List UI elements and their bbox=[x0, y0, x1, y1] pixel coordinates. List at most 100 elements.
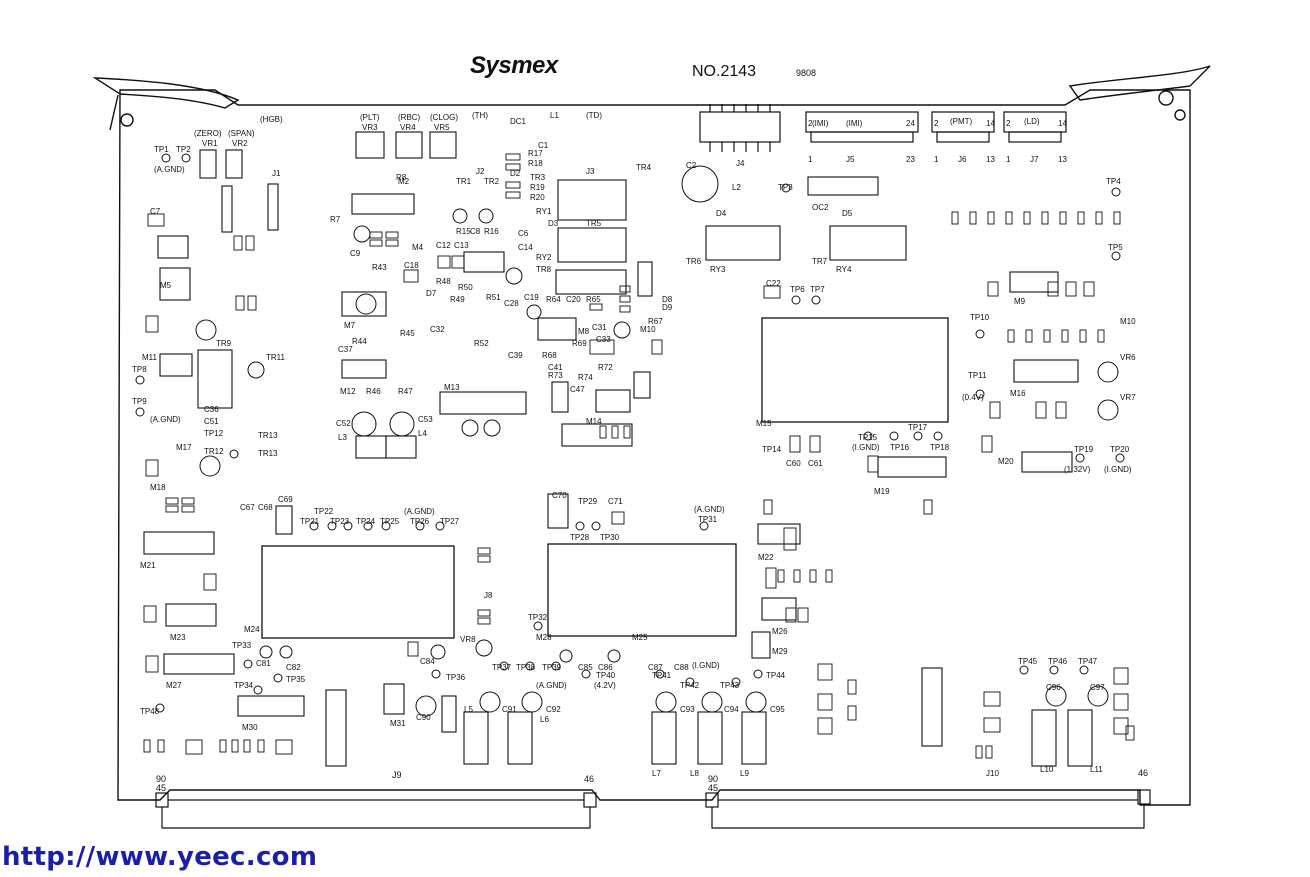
svg-text:TP10: TP10 bbox=[970, 313, 990, 322]
svg-text:M29: M29 bbox=[772, 647, 788, 656]
svg-text:D8: D8 bbox=[662, 295, 673, 304]
svg-text:C87: C87 bbox=[648, 663, 663, 672]
svg-text:VR7: VR7 bbox=[1120, 393, 1136, 402]
svg-text:TP47: TP47 bbox=[1078, 657, 1098, 666]
svg-text:M31: M31 bbox=[390, 719, 406, 728]
svg-text:TP40: TP40 bbox=[596, 671, 616, 680]
svg-text:J3: J3 bbox=[586, 167, 595, 176]
svg-text:C6: C6 bbox=[518, 229, 529, 238]
svg-text:TP33: TP33 bbox=[232, 641, 252, 650]
svg-text:TP38: TP38 bbox=[516, 663, 536, 672]
brand-logo: Sysmex bbox=[470, 52, 558, 79]
svg-text:C47: C47 bbox=[570, 385, 585, 394]
svg-text:C94: C94 bbox=[724, 705, 739, 714]
j10-pin-90: 90 bbox=[708, 774, 718, 784]
svg-text:TR3: TR3 bbox=[530, 173, 546, 182]
svg-text:(LD): (LD) bbox=[1024, 117, 1040, 126]
svg-text:RY1: RY1 bbox=[536, 207, 552, 216]
svg-text:C1: C1 bbox=[538, 141, 549, 150]
resistor-rows bbox=[143, 153, 1135, 759]
svg-text:M11: M11 bbox=[142, 353, 158, 362]
svg-text:(1.32V): (1.32V) bbox=[1064, 465, 1091, 474]
svg-text:14: 14 bbox=[1058, 119, 1067, 128]
svg-text:(A.GND): (A.GND) bbox=[536, 681, 567, 690]
svg-text:D7: D7 bbox=[426, 289, 437, 298]
board-number: NO.2143 bbox=[692, 63, 757, 80]
svg-text:M27: M27 bbox=[166, 681, 182, 690]
svg-text:TR6: TR6 bbox=[686, 257, 702, 266]
svg-text:TP17: TP17 bbox=[908, 423, 928, 432]
svg-text:TP37: TP37 bbox=[492, 663, 512, 672]
svg-text:C92: C92 bbox=[546, 705, 561, 714]
svg-text:TR13: TR13 bbox=[258, 449, 278, 458]
svg-text:R47: R47 bbox=[398, 387, 413, 396]
svg-text:L1: L1 bbox=[550, 111, 559, 120]
j9-label: J9 bbox=[392, 770, 402, 780]
svg-text:M22: M22 bbox=[758, 553, 774, 562]
svg-text:(I.GND): (I.GND) bbox=[852, 443, 880, 452]
svg-text:(A.GND): (A.GND) bbox=[150, 415, 181, 424]
svg-text:R67: R67 bbox=[648, 317, 663, 326]
svg-text:C88: C88 bbox=[674, 663, 689, 672]
test-points bbox=[135, 153, 1125, 713]
svg-text:L8: L8 bbox=[690, 769, 699, 778]
svg-text:TP30: TP30 bbox=[600, 533, 620, 542]
svg-text:J8: J8 bbox=[484, 591, 493, 600]
svg-text:TP12: TP12 bbox=[204, 429, 224, 438]
svg-text:(TD): (TD) bbox=[586, 111, 602, 120]
watermark-url: http://www.yeec.com bbox=[2, 842, 318, 872]
svg-text:M10: M10 bbox=[640, 325, 656, 334]
svg-text:(SPAN): (SPAN) bbox=[228, 129, 255, 138]
svg-text:C67: C67 bbox=[240, 503, 255, 512]
svg-text:M5: M5 bbox=[160, 281, 172, 290]
svg-text:2: 2 bbox=[808, 119, 813, 128]
svg-text:M24: M24 bbox=[244, 625, 260, 634]
svg-text:R44: R44 bbox=[352, 337, 367, 346]
svg-text:C33: C33 bbox=[596, 335, 611, 344]
svg-text:C20: C20 bbox=[566, 295, 581, 304]
svg-text:M21: M21 bbox=[140, 561, 156, 570]
svg-text:C68: C68 bbox=[258, 503, 273, 512]
svg-text:TP16: TP16 bbox=[890, 443, 910, 452]
svg-text:M30: M30 bbox=[242, 723, 258, 732]
svg-text:(A.GND): (A.GND) bbox=[404, 507, 435, 516]
j9-pin-46: 46 bbox=[584, 774, 594, 784]
svg-text:1: 1 bbox=[808, 155, 813, 164]
svg-text:TR7: TR7 bbox=[812, 257, 828, 266]
small-capacitors bbox=[143, 213, 1129, 755]
svg-text:(CLOG): (CLOG) bbox=[430, 113, 458, 122]
j9-pin-45: 45 bbox=[156, 783, 166, 793]
svg-text:R65: R65 bbox=[586, 295, 601, 304]
svg-text:R68: R68 bbox=[542, 351, 557, 360]
svg-text:TP20: TP20 bbox=[1110, 445, 1130, 454]
svg-text:TP31: TP31 bbox=[698, 515, 718, 524]
svg-text:D5: D5 bbox=[842, 209, 853, 218]
svg-text:TR5: TR5 bbox=[586, 219, 602, 228]
svg-text:R18: R18 bbox=[528, 159, 543, 168]
svg-text:R20: R20 bbox=[530, 193, 545, 202]
svg-text:TR13: TR13 bbox=[258, 431, 278, 440]
top-connectors bbox=[699, 104, 1067, 152]
svg-text:(I.GND): (I.GND) bbox=[1104, 465, 1132, 474]
svg-text:L11: L11 bbox=[1090, 765, 1103, 774]
svg-text:TP1: TP1 bbox=[154, 145, 169, 154]
svg-text:J1: J1 bbox=[272, 169, 281, 178]
svg-text:J10: J10 bbox=[986, 769, 999, 778]
svg-text:R19: R19 bbox=[530, 183, 545, 192]
svg-text:C70: C70 bbox=[552, 491, 567, 500]
svg-text:M18: M18 bbox=[150, 483, 166, 492]
svg-text:DC1: DC1 bbox=[510, 117, 527, 126]
svg-text:24: 24 bbox=[906, 119, 915, 128]
svg-text:TP41: TP41 bbox=[652, 671, 672, 680]
svg-text:C51: C51 bbox=[204, 417, 219, 426]
svg-text:(RBC): (RBC) bbox=[398, 113, 421, 122]
svg-text:TR1: TR1 bbox=[456, 177, 472, 186]
svg-text:R8: R8 bbox=[396, 173, 407, 182]
svg-text:M16: M16 bbox=[1010, 389, 1026, 398]
svg-text:RY3: RY3 bbox=[710, 265, 726, 274]
svg-text:C93: C93 bbox=[680, 705, 695, 714]
svg-text:TP46: TP46 bbox=[1048, 657, 1068, 666]
svg-text:VR1: VR1 bbox=[202, 139, 218, 148]
svg-text:R16: R16 bbox=[484, 227, 499, 236]
svg-text:J7: J7 bbox=[1030, 155, 1039, 164]
